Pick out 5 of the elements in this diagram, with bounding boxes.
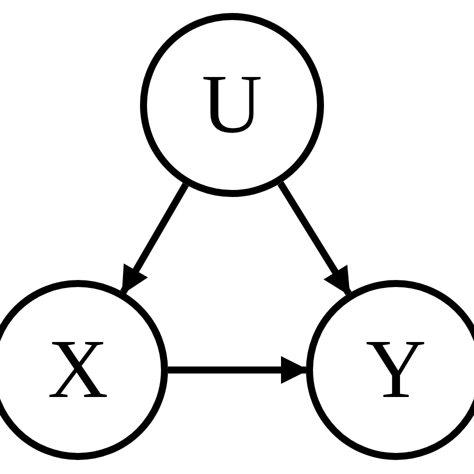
- arrow: [120, 182, 189, 295]
- node-label: X: [48, 328, 108, 412]
- arrow: [277, 181, 352, 296]
- node-label: Y: [366, 328, 426, 412]
- node-label: U: [202, 63, 262, 147]
